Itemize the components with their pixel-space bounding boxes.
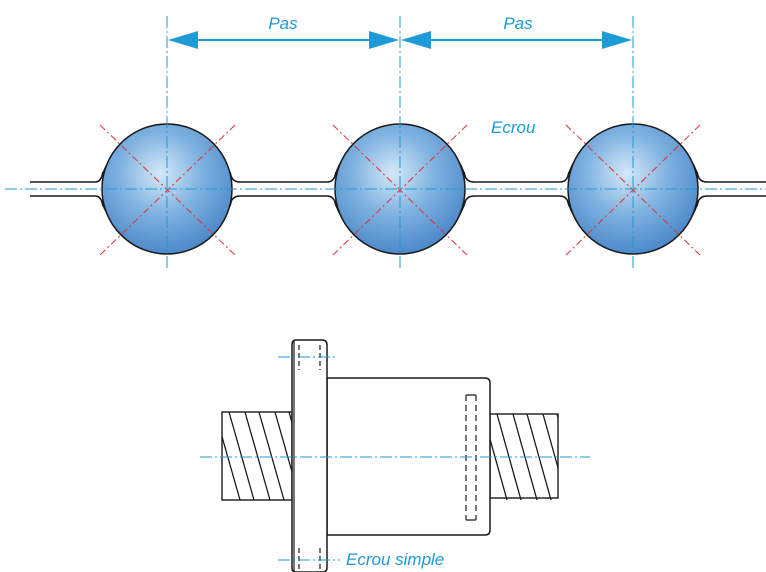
pitch-dimension-right [401,31,632,49]
centerlines-bottom [200,356,590,561]
nut-flange [291,339,328,572]
pitch-dimension-left [168,31,399,49]
pitch-label-left: Pas [268,14,298,33]
single-nut-label: Ecrou simple [346,550,444,569]
contact-angle-lines [99,124,701,256]
pitch-label-right: Pas [503,14,533,33]
centerlines-top [5,16,766,268]
nut-label: Ecrou [491,118,536,137]
